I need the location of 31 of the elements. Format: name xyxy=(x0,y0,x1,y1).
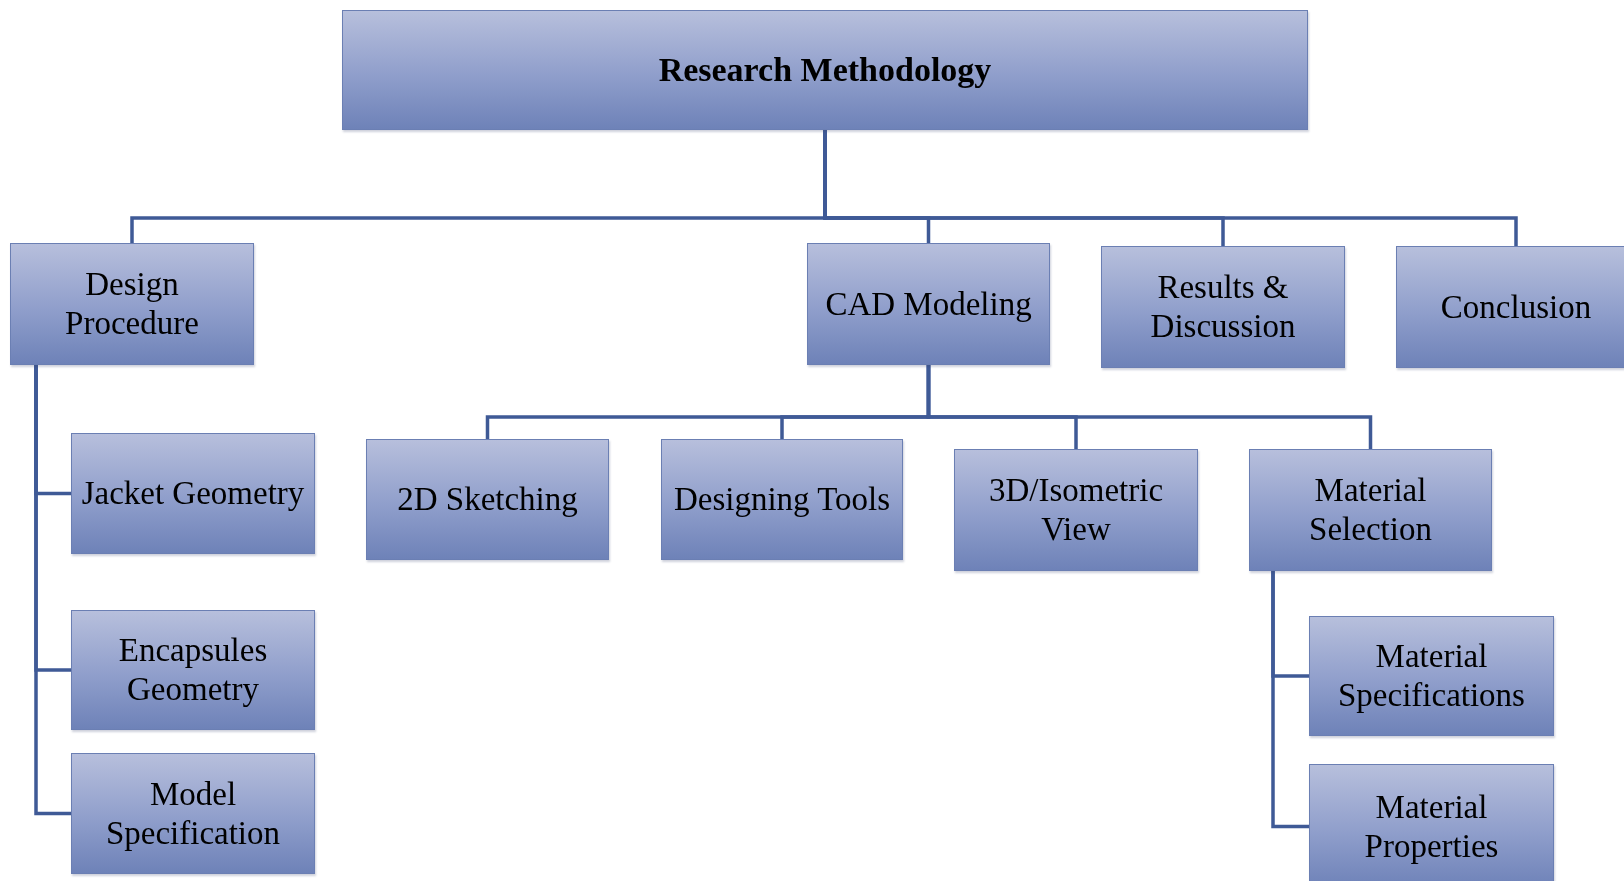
box-label: Encapsules Geometry xyxy=(117,631,269,709)
box-label: Model Specification xyxy=(104,774,282,853)
process-box xyxy=(1309,616,1554,736)
process-box xyxy=(1309,764,1554,881)
process-box xyxy=(661,439,903,560)
process-box xyxy=(1101,246,1345,368)
process-box xyxy=(1396,246,1624,368)
process-box xyxy=(342,10,1308,130)
process-box xyxy=(954,449,1198,571)
box-label: 3D/Isometric View xyxy=(987,471,1165,549)
process-box xyxy=(1249,449,1492,571)
box-label: CAD Modeling xyxy=(825,284,1032,324)
process-box xyxy=(807,243,1050,365)
box-label: 2D Sketching xyxy=(397,480,578,519)
process-box xyxy=(71,610,315,730)
connector-line xyxy=(1271,571,1309,829)
box-label: Design Procedure xyxy=(64,265,200,343)
box-label: Material Specifications xyxy=(1337,637,1526,715)
process-box xyxy=(71,753,315,874)
box-label: Research Methodology xyxy=(658,49,992,90)
box-label: Material Selection xyxy=(1308,471,1433,549)
box-label: Material Properties xyxy=(1363,787,1500,866)
process-box xyxy=(10,243,254,365)
connector-line xyxy=(34,365,71,816)
process-box xyxy=(366,439,609,560)
box-label: Designing Tools xyxy=(673,480,891,519)
box-label: Results & Discussion xyxy=(1149,268,1297,346)
connector-line xyxy=(926,365,1373,449)
box-label: Jacket Geometry xyxy=(81,474,305,513)
process-box xyxy=(71,433,315,554)
box-label: Conclusion xyxy=(1440,287,1592,327)
